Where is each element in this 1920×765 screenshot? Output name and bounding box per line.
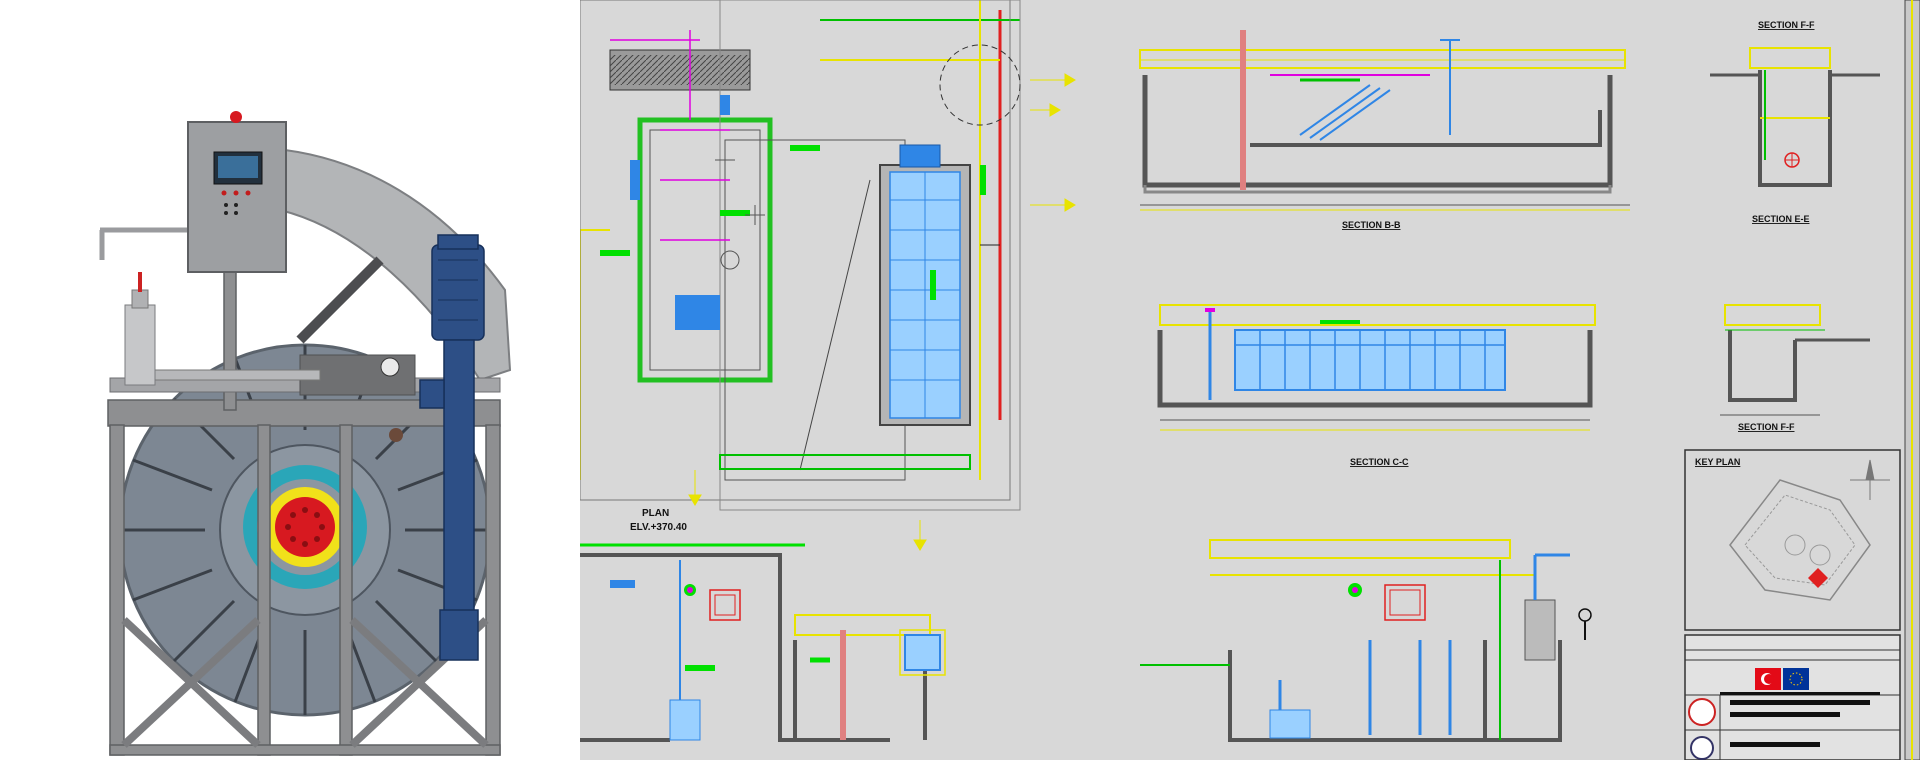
pressure-gauge-icon [380, 357, 400, 377]
section-c-c-label: SECTION C-C [1350, 457, 1409, 467]
hub-center [275, 497, 335, 557]
section-b-b-label: SECTION B-B [1342, 220, 1401, 230]
title-block [1684, 634, 1901, 760]
section-e-e-label: SECTION E-E [1752, 214, 1810, 224]
section-e-e-drawing [1710, 47, 1880, 187]
warning-beacon-icon [230, 111, 242, 123]
control-cabinet [187, 121, 287, 273]
section-b-b-drawing [1139, 30, 1630, 211]
plan-elevation: ELV.+370.40 [630, 522, 687, 533]
seal-icon [1688, 698, 1716, 726]
eu-flag-icon [1783, 668, 1809, 690]
section-f-f-mid-label: SECTION F-F [1738, 422, 1795, 432]
key-plan-box [1684, 449, 1901, 631]
plan-view [580, 0, 1076, 551]
north-arrow-icon [1850, 459, 1890, 500]
section-c-c-drawing [1157, 304, 1596, 431]
section-bottom-left-drawing [580, 543, 946, 742]
section-bottom-center-drawing [1140, 539, 1592, 742]
disc-filter-render-panel [0, 0, 580, 760]
section-f-f-drawing [1720, 304, 1870, 416]
steel-frame [107, 269, 501, 756]
key-plan-location-marker [1808, 568, 1828, 588]
cad-drawing: PLAN ELV.+370.40 [580, 0, 1920, 760]
filter-bank-section [1234, 329, 1506, 391]
cad-drawing-panel: PLAN ELV.+370.40 [580, 0, 1920, 760]
pump-unit-section [904, 634, 941, 671]
section-f-f-top-label: SECTION F-F [1758, 20, 1815, 30]
blue-drive-motor [419, 234, 485, 661]
key-plan-title: KEY PLAN [1695, 457, 1740, 467]
plan-title: PLAN [642, 508, 669, 519]
disc-filter-render [99, 111, 512, 756]
wash-pump [124, 304, 156, 386]
